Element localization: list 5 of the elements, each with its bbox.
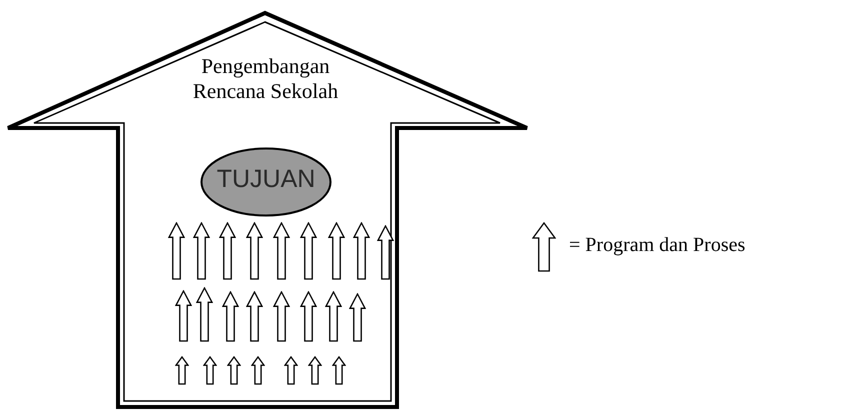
goal-text: TUJUAN bbox=[216, 165, 316, 194]
goal-ellipse bbox=[200, 147, 332, 217]
heading-text: Pengembangan Rencana Sekolah bbox=[192, 54, 340, 104]
house-arrow-frame bbox=[5, 10, 530, 409]
legend-text: = Program dan Proses bbox=[569, 234, 746, 257]
